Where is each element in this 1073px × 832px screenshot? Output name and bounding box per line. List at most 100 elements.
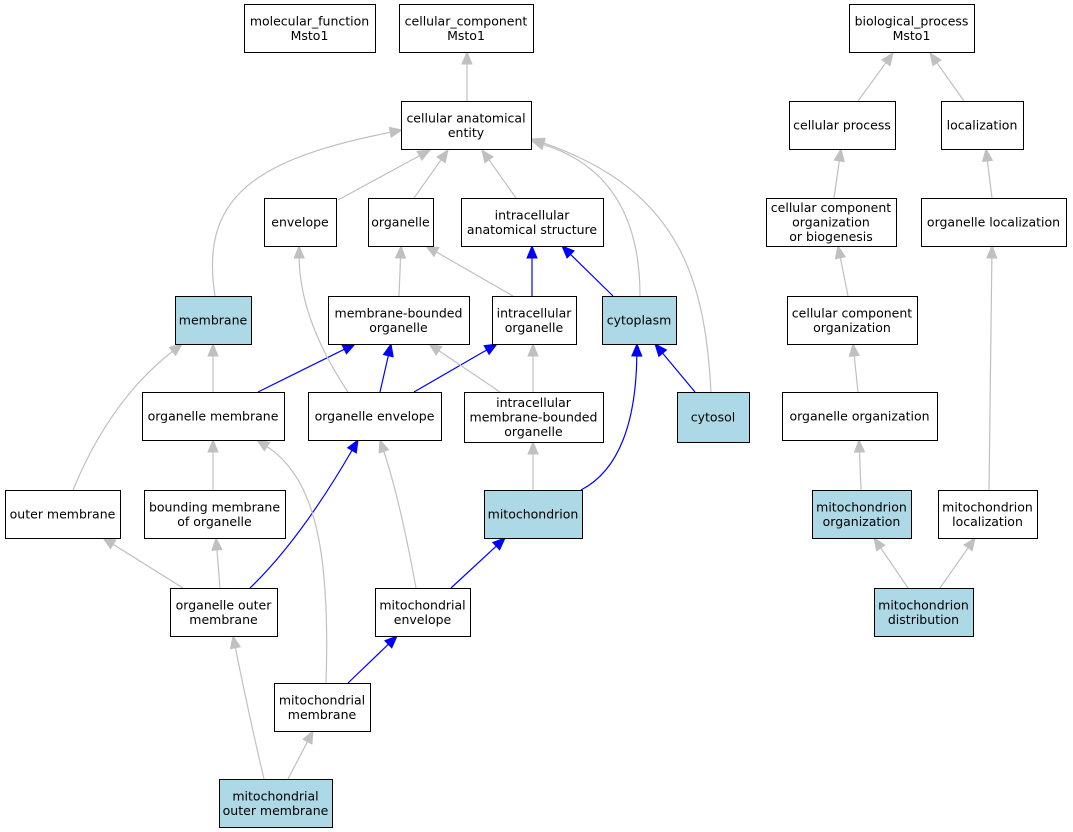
edge-cellular-component-organization-to-cellular-component-organization-or-biogenesis [834, 244, 849, 297]
node-localization[interactable]: localization [941, 101, 1024, 150]
edge-mitochondrion-to-intracellular-membrane-bounded-organelle [527, 440, 539, 490]
edge-line [347, 643, 389, 684]
arrowhead [461, 50, 473, 65]
edge-cellular-component-organization-or-biogenesis-to-cellular-process [833, 147, 845, 199]
edge-line [543, 142, 712, 393]
node-box [274, 683, 371, 732]
node-organelle-envelope[interactable]: organelle envelope [308, 392, 442, 441]
node-label-line: biological_process [855, 13, 969, 28]
arrowhead [427, 343, 443, 356]
node-label-line: of organelle [177, 514, 252, 529]
node-box [170, 588, 278, 637]
node-box [492, 296, 577, 345]
edge-organelle-outer-membrane-to-bounding-membrane-of-organelle [211, 536, 223, 589]
arrowhead [382, 342, 394, 358]
edge-line [939, 547, 969, 589]
node-box [399, 4, 534, 53]
node-label-line: bounding membrane [149, 499, 280, 514]
arrowhead [527, 342, 539, 357]
edge-mitochondrial-envelope-to-mitochondrion [450, 537, 506, 589]
edge-line [986, 160, 993, 199]
node-organelle[interactable]: organelle [368, 198, 434, 247]
node-cellular-process[interactable]: cellular process [789, 101, 896, 150]
node-label-line: Msto1 [893, 28, 931, 43]
node-label-line: mitochondrial [232, 788, 318, 803]
node-label-line: organelle [369, 320, 428, 335]
arrowhead [483, 343, 499, 356]
node-envelope[interactable]: envelope [264, 198, 337, 247]
node-label-line: membrane [288, 707, 357, 722]
arrowhead [101, 537, 117, 550]
node-label-line: Msto1 [447, 28, 485, 43]
node-label-line: organelle [371, 215, 430, 230]
arrowhead [255, 439, 271, 452]
edge-outer-membrane-to-membrane [72, 343, 184, 491]
node-box [144, 490, 286, 539]
node-label-line: mitochondrion [942, 499, 1033, 514]
edge-organelle-membrane-to-membrane [207, 342, 219, 392]
node-label-line: organelle envelope [315, 409, 435, 424]
node-cytosol[interactable]: cytosol [677, 392, 750, 443]
edge-line [337, 155, 420, 201]
node-organelle-membrane[interactable]: organelle membrane [142, 392, 285, 441]
node-box [849, 4, 975, 53]
edge-line [211, 131, 391, 297]
node-label-line: mitochondrial [379, 597, 465, 612]
node-label-line: organelle membrane [148, 409, 279, 424]
edge-line [858, 451, 862, 491]
edge-organelle-envelope-to-envelope [293, 244, 349, 393]
arrowhead [530, 137, 546, 149]
edge-organelle-envelope-to-intracellular-organelle [413, 343, 499, 393]
arrowhead [394, 244, 407, 259]
node-cytoplasm[interactable]: cytoplasm [602, 296, 677, 345]
node-label-line: membrane-bounded [335, 305, 463, 320]
edge-mitochondrion-organization-to-organelle-organization [853, 438, 866, 491]
node-label-line: organization [792, 215, 870, 230]
edge-line [398, 257, 402, 297]
arrowhead [631, 342, 643, 357]
node-organelle-organization[interactable]: organelle organization [782, 392, 938, 441]
node-box [328, 296, 470, 345]
edge-line [543, 143, 641, 297]
edge-line [298, 257, 349, 393]
edge-mitochondrion-to-cytoplasm [580, 342, 643, 491]
node-label-line: outer membrane [10, 507, 116, 522]
node-box [368, 198, 434, 247]
edge-line [450, 545, 497, 589]
edge-line [833, 160, 840, 199]
edge-organelle-outer-membrane-to-outer-membrane [101, 537, 184, 589]
node-label-line: mitochondrion [878, 597, 969, 612]
node-mitochondrion[interactable]: mitochondrion [484, 490, 583, 539]
edge-line [857, 62, 887, 102]
arrowhead [341, 343, 357, 355]
edge-localization-to-biological-process [929, 51, 965, 102]
node-label-line: cellular process [793, 118, 891, 133]
edge-line [413, 159, 442, 199]
node-label-line: organization [813, 320, 891, 335]
node-membrane[interactable]: membrane [175, 296, 252, 345]
node-outer-membrane[interactable]: outer membrane [5, 490, 121, 539]
arrowhead [383, 635, 398, 649]
arrowhead [963, 536, 976, 552]
node-organelle-localization[interactable]: organelle localization [921, 198, 1067, 247]
arrowhead [833, 147, 845, 163]
arrowhead [853, 438, 866, 453]
